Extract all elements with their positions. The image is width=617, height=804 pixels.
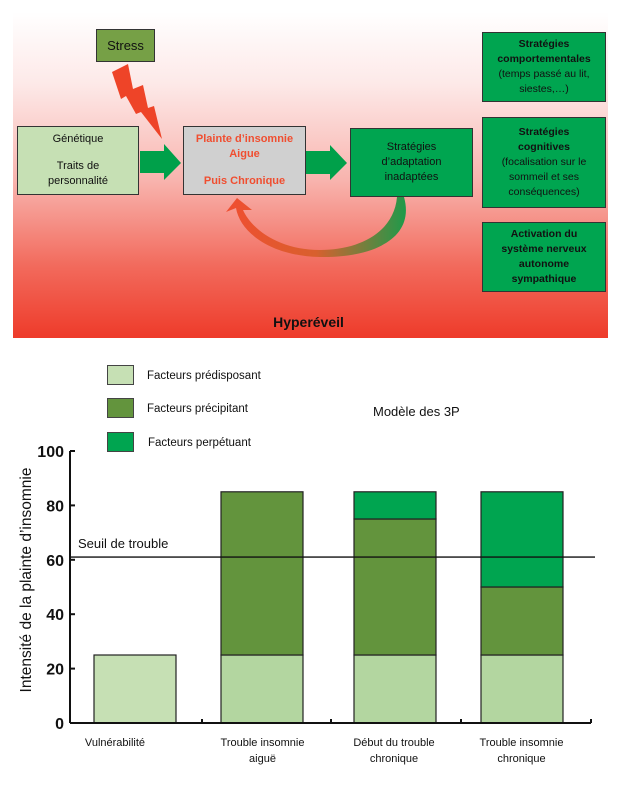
box-title: Activation du système nerveux autonome s… [501, 228, 587, 285]
acute-label: Aigue [229, 148, 260, 160]
y-tick-label: 80 [46, 498, 64, 515]
complaint-label: Plainte d’insomnie [195, 133, 294, 145]
legend-swatch-predisposant [107, 365, 134, 385]
stress-label: Stress [107, 38, 144, 53]
legend-label: Facteurs prédisposant [147, 370, 261, 382]
box-title: Stratégies comportementales [497, 38, 591, 65]
y-tick-label: 60 [46, 553, 64, 570]
genetics-label: Génétique [52, 133, 104, 145]
y-tick-label: 0 [55, 716, 64, 733]
bar-segment [353, 491, 437, 520]
hyperarousal-label: Hyperéveil [273, 314, 344, 330]
maladaptive-strategies-label: Stratégies d’adaptation inadaptées [381, 141, 442, 183]
behavioral-strategies-box: Stratégies comportementales (temps passé… [482, 32, 606, 102]
y-tick-label: 100 [37, 444, 64, 461]
threshold-label: Seuil de trouble [78, 536, 169, 551]
diagram-arrows [112, 64, 406, 258]
y-tick-label: 40 [46, 607, 64, 624]
insomnia-complaint-box: Plainte d’insomnie Aigue Puis Chronique [183, 126, 306, 195]
legend-label: Facteurs perpétuant [148, 437, 251, 449]
legend-label: Facteurs précipitant [147, 403, 248, 415]
bar-segment [220, 654, 304, 724]
box-detail: (focalisation sur le sommeil et ses cons… [501, 156, 587, 198]
arrow-right-icon [140, 144, 181, 180]
maladaptive-strategies-box: Stratégies d’adaptation inadaptées [350, 128, 473, 197]
bar-segment [480, 654, 564, 724]
bar-segment [220, 491, 304, 656]
personality-traits-label: Traits de personnalité [48, 160, 108, 187]
legend-swatch-precipitant [107, 398, 134, 418]
y-axis-label: Intensité de la plainte d’insomnie [18, 467, 35, 693]
y-tick-label: 20 [46, 662, 64, 679]
chart-title: Modèle des 3P [373, 404, 460, 419]
bar-segment [93, 654, 177, 724]
chronic-label: Puis Chronique [203, 175, 286, 187]
lightning-bolt-icon [112, 64, 162, 139]
predisposing-box: Génétique Traits de personnalité [17, 126, 139, 195]
arrow-right-icon [306, 145, 347, 180]
category-label: Vulnérabilité [84, 737, 146, 749]
category-label: Trouble insomnie chronique [479, 737, 564, 765]
bar-segment [480, 491, 564, 588]
cognitive-strategies-box: Stratégies cognitives (focalisation sur … [482, 117, 606, 208]
category-label: Trouble insomnie aiguë [220, 737, 305, 765]
stress-box: Stress [96, 29, 155, 62]
bar-segment [353, 654, 437, 724]
sympathetic-activation-box: Activation du système nerveux autonome s… [482, 222, 606, 292]
bar-segment [353, 518, 437, 656]
legend-swatch-perpetuant [107, 432, 134, 452]
feedback-curve-arrow [226, 197, 406, 258]
box-title: Stratégies cognitives [518, 126, 570, 153]
bar-segment [480, 586, 564, 656]
category-label: Début du trouble chronique [353, 737, 435, 765]
box-detail: (temps passé au lit, siestes,…) [498, 68, 590, 95]
